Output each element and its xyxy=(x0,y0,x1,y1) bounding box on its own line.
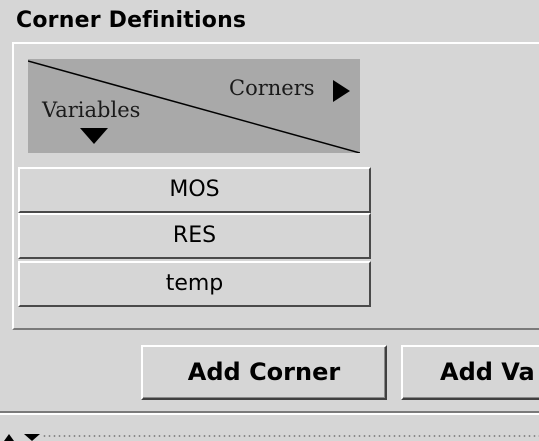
variables-header-label: Variables xyxy=(42,98,141,122)
add-variable-button[interactable]: Add Va xyxy=(401,345,539,400)
variable-row-res[interactable]: RES xyxy=(18,213,371,259)
divider-highlight xyxy=(0,413,539,415)
add-corner-button[interactable]: Add Corner xyxy=(141,345,387,400)
triangle-up-icon[interactable] xyxy=(4,434,14,441)
variable-row-mos[interactable]: MOS xyxy=(18,167,371,213)
triangle-right-icon[interactable] xyxy=(333,80,350,102)
splitter-bar[interactable] xyxy=(0,424,539,441)
triangle-down-icon[interactable] xyxy=(80,128,108,144)
header-diagonal-line xyxy=(28,60,360,153)
chevron-down-icon[interactable] xyxy=(24,434,40,441)
variable-row-temp[interactable]: temp xyxy=(18,261,371,307)
section-title: Corner Definitions xyxy=(16,8,247,33)
section-title-bar: Corner Definitions xyxy=(0,0,539,42)
divider-shadow xyxy=(0,411,539,413)
corners-header-label: Corners xyxy=(229,76,315,100)
splitter-grip-dots[interactable] xyxy=(42,434,539,438)
